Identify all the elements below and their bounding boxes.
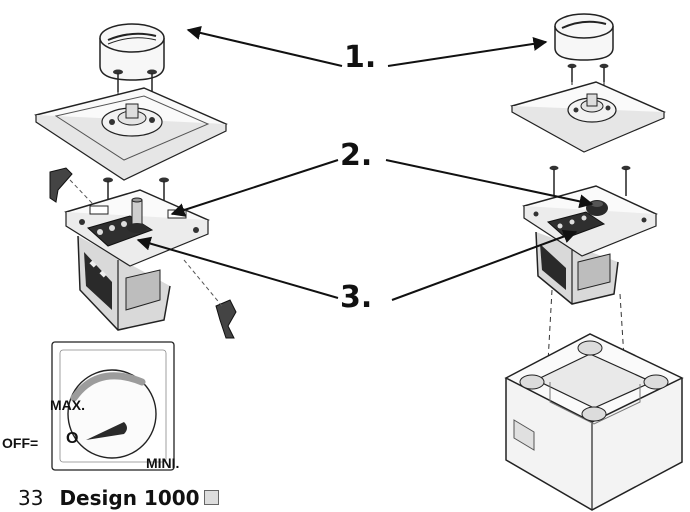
dial-max-label: MAX. — [50, 397, 85, 413]
mounting-claw-icon — [49, 167, 111, 223]
arrow-2-left — [170, 159, 339, 217]
dimmer-insert-icon — [64, 189, 210, 331]
page-footer: 33 Design 1000 — [18, 488, 219, 508]
callout-1: 1. — [344, 40, 377, 75]
dial-min-label: MINI. — [146, 455, 180, 471]
arrow-1-left — [186, 26, 343, 67]
callout-3: 3. — [340, 280, 373, 315]
knob-cap-icon — [554, 13, 614, 61]
dial-off-label: OFF= — [2, 435, 39, 451]
arrow-1-right — [387, 36, 548, 67]
screw-icon — [567, 63, 577, 96]
flush-box-icon — [504, 333, 684, 511]
dial-pointer — [86, 422, 127, 440]
dial-scale-arc — [70, 372, 146, 402]
arrow-3-left — [136, 236, 339, 299]
screw-icon — [549, 165, 559, 196]
dial-knob — [67, 369, 157, 459]
screw-icon — [621, 165, 631, 196]
mounting-claw-icon — [183, 259, 237, 339]
arrow-2-right — [385, 159, 594, 209]
screw-icon — [147, 69, 157, 112]
page-title: Design 1000 — [59, 486, 200, 510]
page-number: 33 — [18, 486, 44, 510]
dial-inset — [51, 341, 175, 471]
screw-icon — [113, 69, 123, 112]
right-assembly — [504, 13, 684, 511]
cover-frame-icon — [510, 81, 666, 153]
dimmer-insert-icon — [522, 185, 658, 305]
cover-frame-icon — [34, 87, 228, 181]
dial-zero-label: O — [66, 430, 79, 447]
page-icon — [203, 490, 219, 505]
left-assembly — [34, 23, 237, 339]
knob-cap-icon — [99, 23, 165, 81]
callout-arrows — [136, 26, 594, 301]
callout-2: 2. — [340, 138, 373, 173]
arrow-3-right — [391, 229, 578, 301]
